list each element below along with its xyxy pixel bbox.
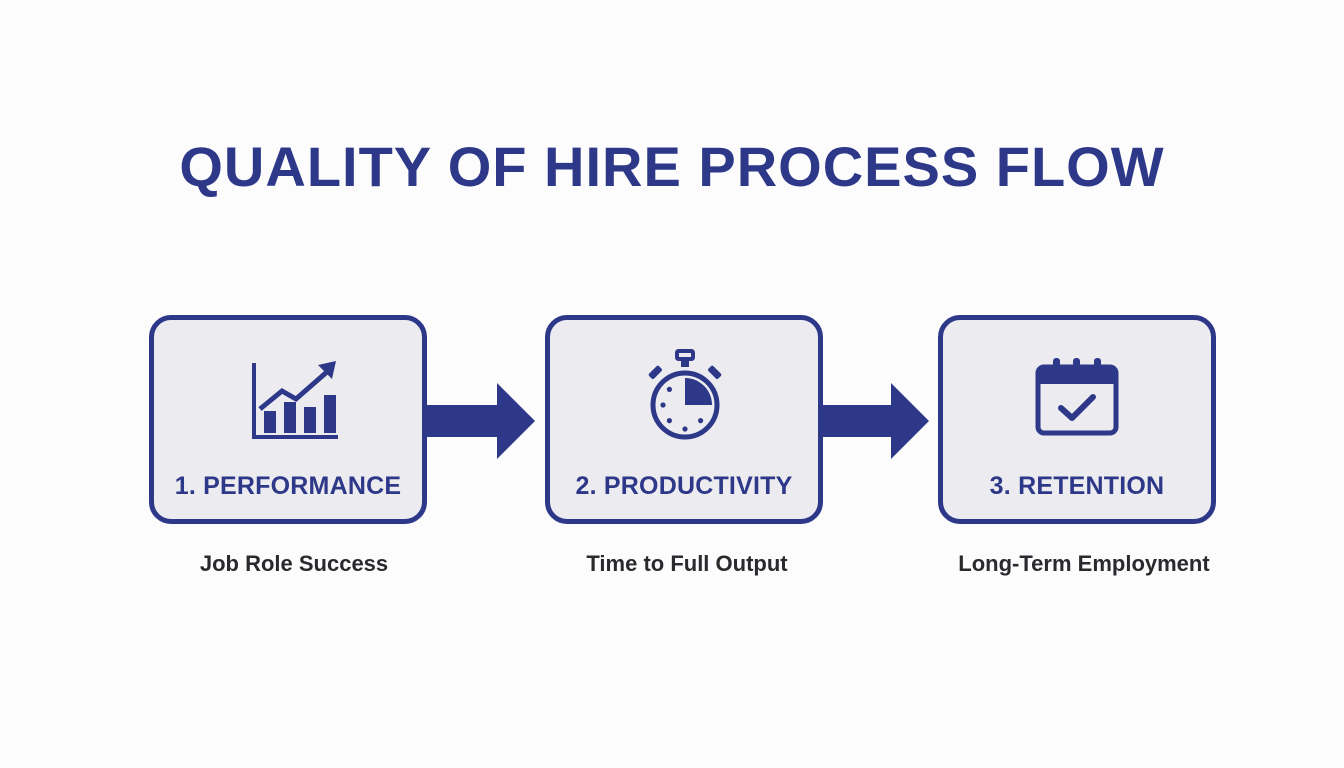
calendar-check-icon — [1027, 347, 1127, 447]
bar-chart-trend-icon — [238, 347, 338, 447]
step-label: 3. RETENTION — [989, 472, 1165, 500]
step-performance: 1. PERFORMANCE — [149, 315, 427, 524]
page-title: QUALITY OF HIRE PROCESS FLOW — [179, 135, 1165, 198]
step-caption: Long-Term Employment — [958, 551, 1210, 576]
step-productivity: 2. PRODUCTIVITY — [545, 315, 823, 524]
step-retention: 3. RETENTION — [938, 315, 1216, 524]
arrow-right-icon — [821, 383, 929, 459]
step-caption: Time to Full Output — [586, 551, 788, 576]
step-label: 2. PRODUCTIVITY — [575, 472, 793, 500]
step-caption: Job Role Success — [199, 551, 389, 576]
step-label: 1. PERFORMANCE — [174, 472, 402, 500]
arrow-right-icon — [427, 383, 535, 459]
stopwatch-icon — [634, 347, 734, 447]
